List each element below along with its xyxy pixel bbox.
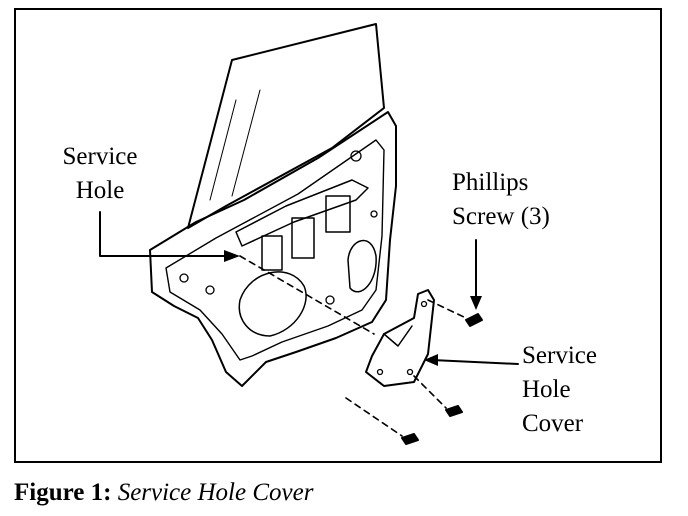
screw-3-path <box>345 397 403 437</box>
service-hole-arrowhead <box>224 250 240 262</box>
lower-opening <box>238 271 307 337</box>
window-glass <box>187 23 385 229</box>
figure-number: Figure 1: <box>14 479 112 506</box>
door-panel <box>149 111 397 387</box>
phillips-screw-callout-line-2: Screw (3) <box>452 203 550 230</box>
service-hole-cover-callout-line-2: Hole <box>522 376 571 403</box>
service-hole-cover-arrowhead <box>424 354 438 366</box>
phillips-screw-1 <box>465 313 483 327</box>
window-glare-line <box>209 99 237 201</box>
phillips-screw-2 <box>445 405 463 417</box>
figure-title: Service Hole Cover <box>117 479 314 506</box>
panel-hole-3 <box>325 295 335 305</box>
cover-screw-hole-3 <box>406 368 414 376</box>
service-hole-cover-callout: Service Hole Cover <box>522 339 630 441</box>
service-hole-cover <box>365 289 435 387</box>
cover-screw-hole-2 <box>376 368 384 376</box>
phillips-screw-callout-line-1: Phillips <box>452 169 529 196</box>
panel-cutout-1 <box>261 235 283 271</box>
service-hole-leader <box>99 211 233 257</box>
service-hole-callout-line-1: Service <box>62 143 138 170</box>
panel-hole-1 <box>179 273 189 283</box>
service-hole-cover-callout-line-3: Cover <box>522 410 584 437</box>
service-hole-cover-leader <box>431 359 519 365</box>
panel-hole-5 <box>370 210 378 218</box>
figure-frame <box>14 8 662 463</box>
panel-hole-2 <box>205 285 215 295</box>
cover-screw-hole-1 <box>420 300 428 308</box>
panel-cutout-3 <box>325 195 351 233</box>
phillips-screw-arrowhead <box>470 296 482 310</box>
regulator-rail <box>235 179 369 247</box>
speaker-cutout <box>347 239 377 293</box>
service-hole-cover-flange <box>383 325 413 347</box>
service-hole-cover-callout-line-1: Service <box>522 342 597 369</box>
cover-to-hole-path <box>239 255 375 335</box>
phillips-screw-3 <box>401 433 419 445</box>
figure-caption: Figure 1: Service Hole Cover <box>14 477 313 509</box>
panel-cutout-2 <box>291 217 315 259</box>
screw-2-path <box>413 375 447 409</box>
phillips-screw-callout: Phillips Screw (3) <box>452 166 582 234</box>
service-hole-callout: Service Hole <box>50 140 150 208</box>
service-hole-callout-line-2: Hole <box>75 177 125 204</box>
panel-hole-4 <box>350 150 362 162</box>
window-glare-line-2 <box>231 89 261 197</box>
screw-1-path <box>427 299 467 319</box>
